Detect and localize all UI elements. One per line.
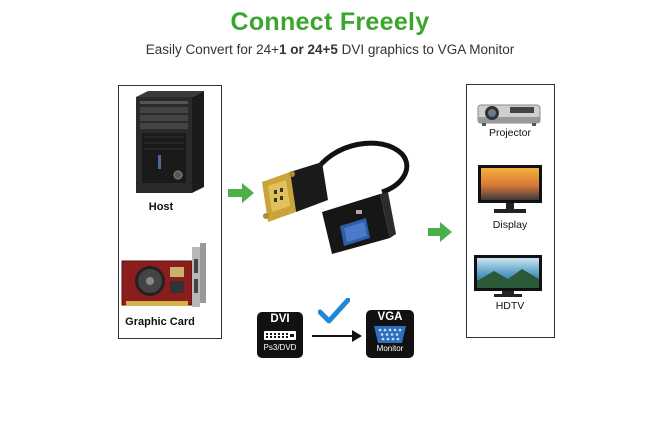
vga-label: VGA [377, 311, 403, 323]
graphic-card-icon [121, 243, 206, 307]
hdtv-icon [474, 255, 542, 297]
projector-label: Projector [488, 127, 531, 139]
dvi-sub-label: Ps3/DVD [263, 343, 297, 352]
subtitle-prefix: Easily Convert for 24+ [145, 42, 279, 57]
vga-badge-icon [366, 310, 414, 358]
vga-sub-label: Monitor [376, 344, 404, 353]
pc-tower-icon [136, 91, 204, 193]
monitor-icon [478, 165, 542, 213]
subtitle-suffix: DVI graphics to VGA Monitor [337, 42, 515, 57]
page-subtitle: Easily Convert for 24+1 or 24+5 DVI grap… [0, 42, 660, 57]
arrow-right-icon [312, 330, 362, 342]
dvi-to-vga-adapter-icon [262, 140, 410, 254]
subtitle-bold: 1 or 24+5 [278, 42, 338, 57]
graphic-card-label: Graphic Card [125, 316, 195, 328]
arrow-right-icon [228, 183, 254, 203]
check-icon [318, 298, 350, 324]
page-title: Connect Freeely [230, 8, 430, 36]
arrow-right-icon [428, 222, 452, 242]
display-label: Display [492, 219, 528, 231]
host-label: Host [148, 201, 174, 213]
dvi-label: DVI [270, 313, 290, 325]
dvi-badge-icon [257, 312, 303, 358]
projector-icon [477, 104, 541, 126]
hdtv-label: HDTV [495, 300, 525, 312]
